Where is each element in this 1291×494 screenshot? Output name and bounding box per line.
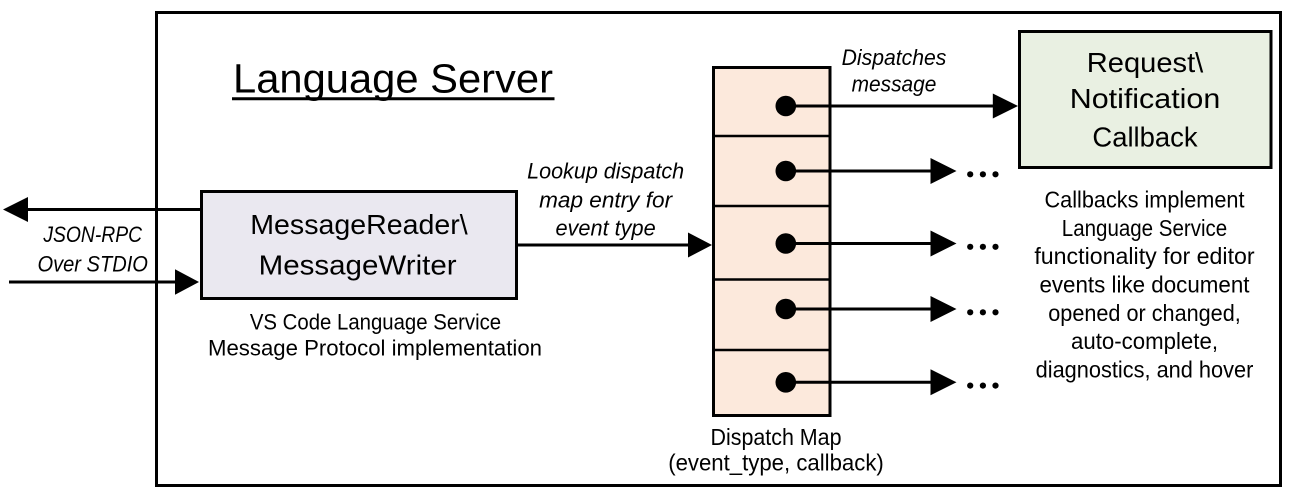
svg-text:MessageWriter: MessageWriter (259, 249, 457, 280)
svg-text:Language Service: Language Service (1062, 215, 1227, 241)
svg-text:Request\: Request\ (1087, 47, 1204, 78)
svg-text:Dispatches: Dispatches (842, 45, 947, 70)
svg-text:Message Protocol implementatio: Message Protocol implementation (208, 335, 542, 360)
svg-text:Language Server: Language Server (233, 55, 553, 101)
svg-text:MessageReader\: MessageReader\ (250, 209, 468, 240)
svg-text:Callback: Callback (1092, 121, 1198, 152)
svg-text:events like document: events like document (1039, 272, 1250, 298)
svg-text:Lookup dispatch: Lookup dispatch (527, 159, 684, 184)
svg-text:diagnostics, and hover: diagnostics, and hover (1036, 357, 1254, 383)
svg-text:Dispatch Map: Dispatch Map (711, 424, 842, 450)
svg-text:(event_type, callback): (event_type, callback) (668, 450, 884, 476)
svg-text:VS Code Language Service: VS Code Language Service (250, 310, 501, 335)
svg-text:Notification: Notification (1070, 83, 1221, 114)
svg-text:auto-complete,: auto-complete, (1071, 328, 1218, 354)
svg-text:JSON-RPC: JSON-RPC (42, 222, 142, 247)
svg-text:Callbacks implement: Callbacks implement (1045, 187, 1246, 213)
svg-text:Over STDIO: Over STDIO (37, 252, 148, 277)
svg-text:map entry for: map entry for (539, 187, 673, 212)
svg-text:message: message (852, 72, 937, 97)
svg-text:opened or changed,: opened or changed, (1048, 300, 1241, 326)
svg-text:event type: event type (555, 216, 655, 241)
svg-text:functionality for editor: functionality for editor (1034, 243, 1255, 269)
